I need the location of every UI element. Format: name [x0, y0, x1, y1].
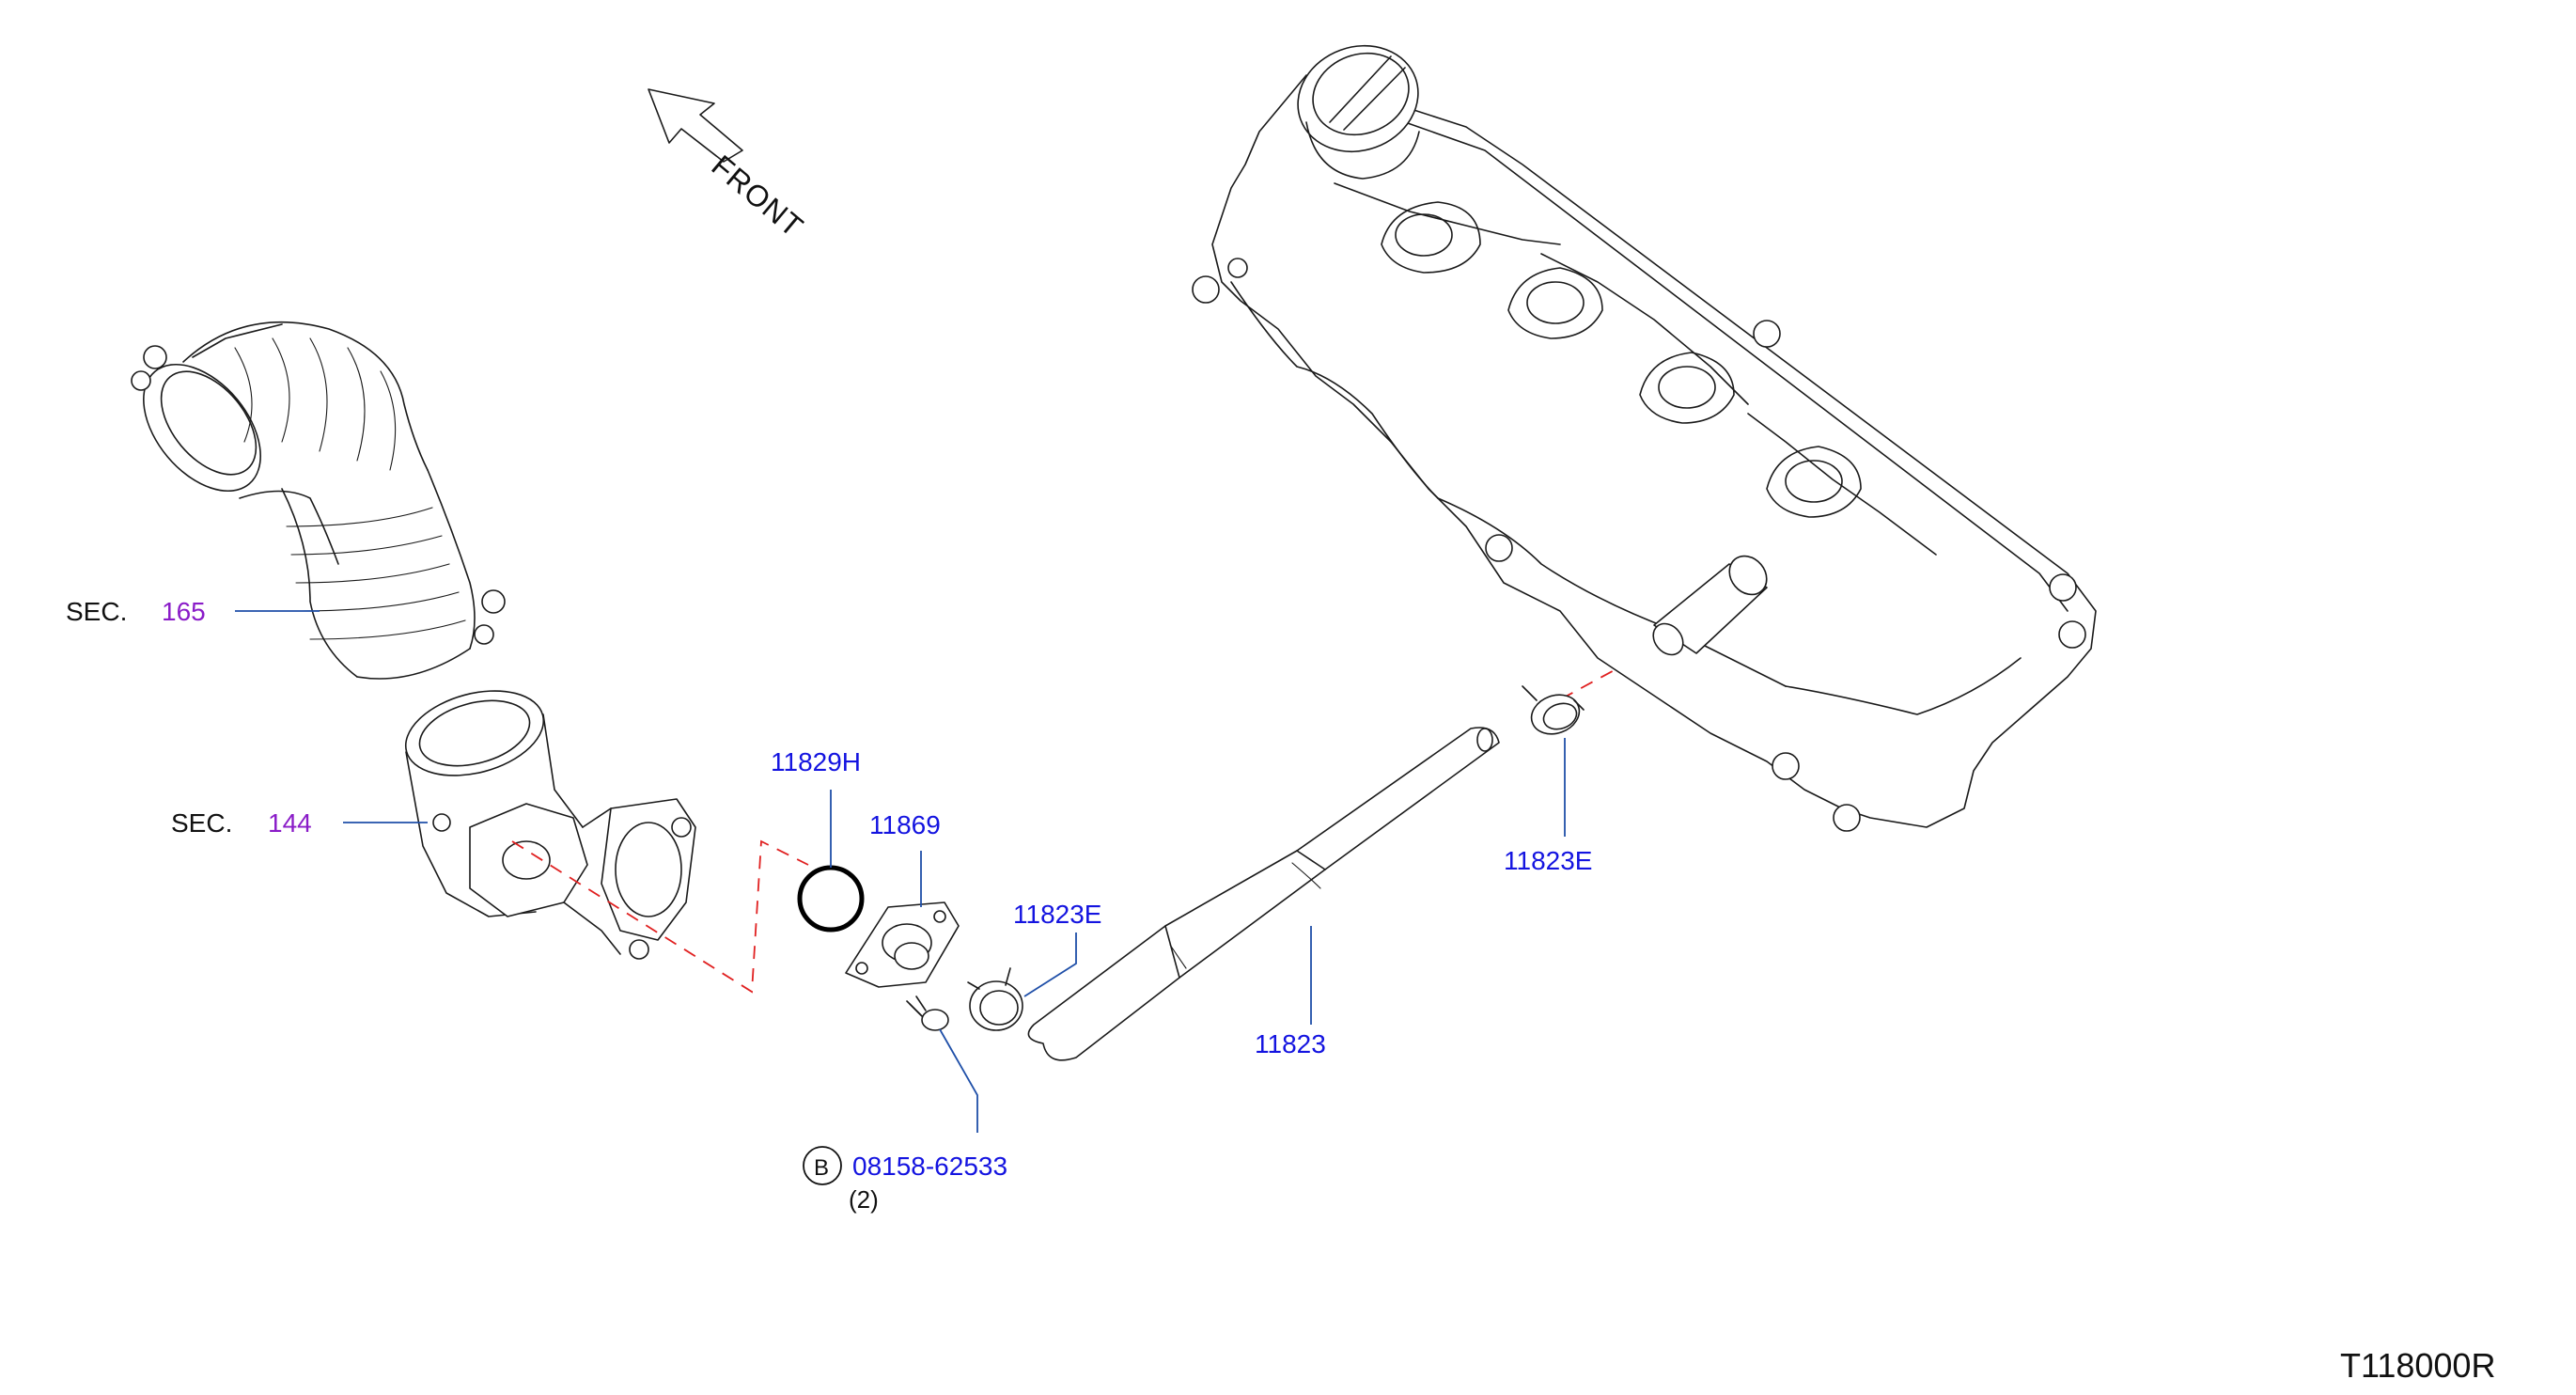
intake-body-drawing	[404, 690, 696, 960]
sec-165-prefix: SEC.	[66, 597, 127, 626]
bolt-b-letter: B	[814, 1155, 829, 1181]
sec-165-number[interactable]: 165	[162, 597, 206, 626]
drawing-code: T118000R	[2340, 1346, 2495, 1385]
sec-144-number[interactable]: 144	[268, 808, 312, 838]
part-label-08158-62533[interactable]: 08158-62533	[852, 1152, 1007, 1181]
bolt-08158-62533	[906, 995, 949, 1031]
front-label: FRONT	[706, 149, 810, 244]
o-ring-11829H	[797, 865, 865, 933]
hose-clamp-right	[1522, 685, 1585, 735]
part-label-11823E-left[interactable]: 11823E	[1013, 900, 1101, 929]
part-label-11823[interactable]: 11823	[1255, 1029, 1326, 1058]
sec-144-prefix: SEC.	[171, 808, 232, 838]
part-label-11823E-right[interactable]: 11823E	[1504, 846, 1592, 875]
front-arrow-icon	[648, 88, 743, 163]
air-duct-drawing	[131, 321, 506, 680]
phantom-lines	[511, 648, 1655, 994]
bolt-b-circle-icon	[803, 1146, 842, 1185]
valve-flange-11869	[845, 901, 960, 988]
part-label-11869[interactable]: 11869	[869, 810, 941, 839]
part-label-11829H[interactable]: 11829H	[771, 747, 861, 776]
blow-by-hose-11823	[1027, 727, 1500, 1061]
bolt-quantity: (2)	[849, 1185, 879, 1214]
leader-lines	[235, 610, 1566, 1133]
rocker-cover-drawing	[1192, 44, 2097, 832]
hose-clamp-left	[967, 967, 1023, 1031]
